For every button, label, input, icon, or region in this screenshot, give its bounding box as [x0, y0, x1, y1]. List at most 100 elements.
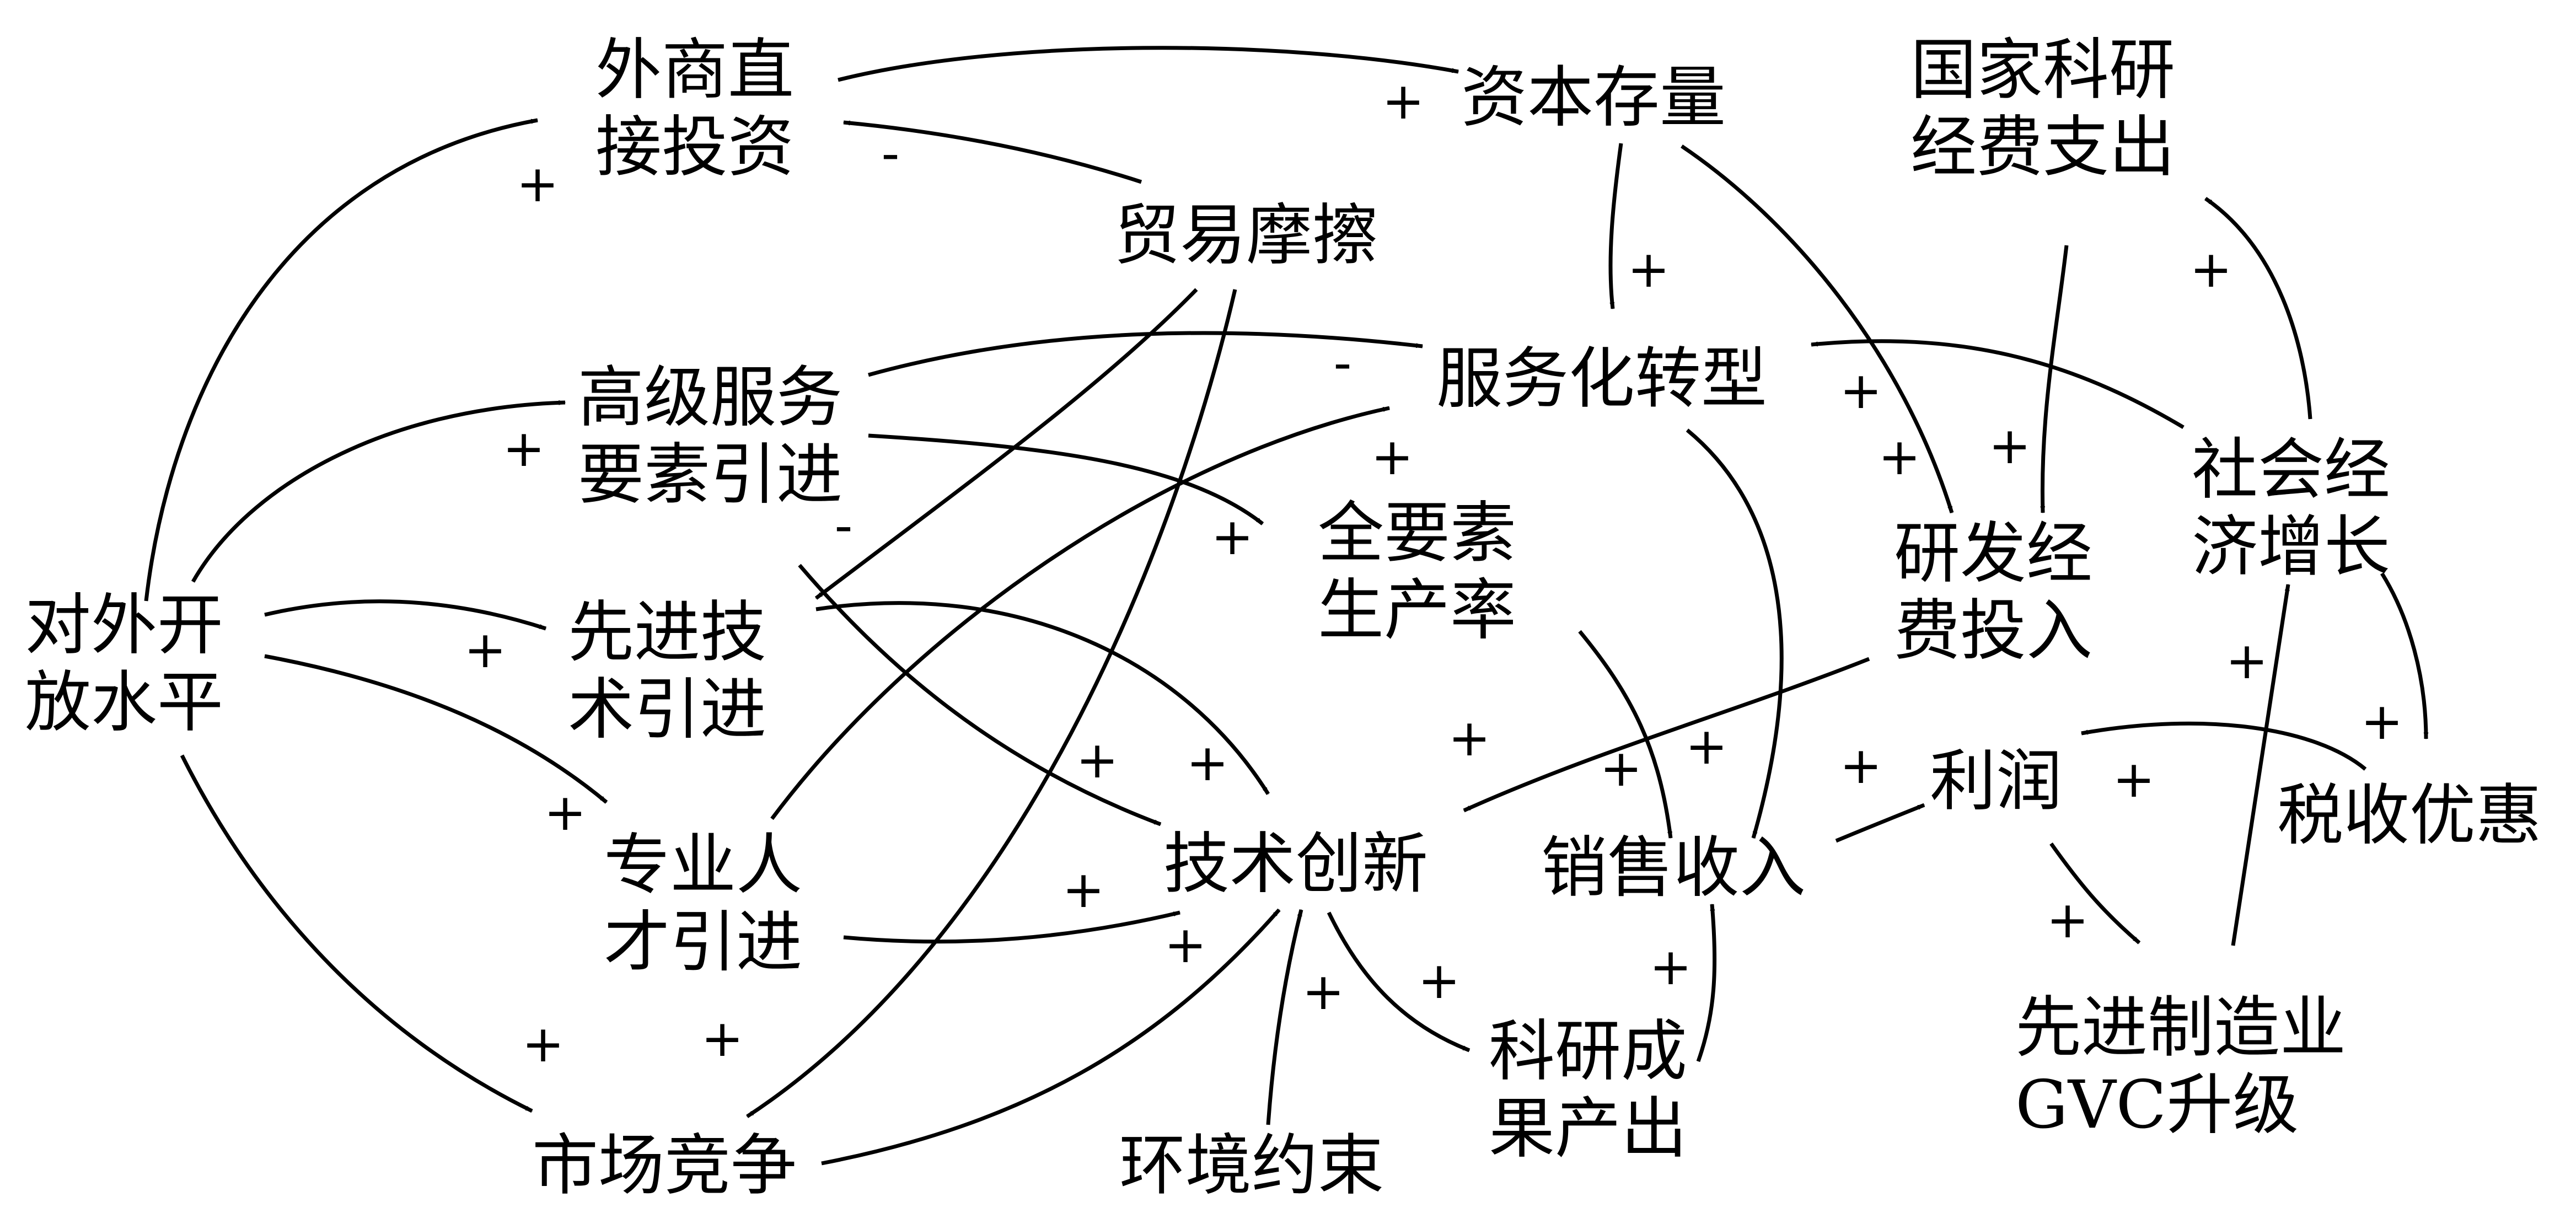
node-label-line: GVC升级 — [2015, 1067, 2299, 1144]
edge-openness-to-market_competition — [180, 754, 533, 1113]
polarity-sign: + — [1211, 507, 1253, 566]
polarity-sign: + — [1164, 915, 1206, 974]
polarity-sign: - — [1333, 334, 1351, 393]
polarity-sign: + — [701, 1009, 743, 1068]
node-label-line: 果产出 — [1489, 1091, 1687, 1167]
polarity-sign: + — [2189, 240, 2232, 299]
node-label-line: 技术创新 — [1163, 826, 1428, 903]
node-label-line: 市场竞争 — [532, 1128, 797, 1204]
node-label-line: 利润 — [1930, 743, 2062, 820]
node-label-line: 术引进 — [568, 672, 766, 748]
edge-openness-to-talent — [264, 654, 608, 804]
node-profit: 利润 — [1930, 743, 2062, 820]
polarity-sign: + — [2112, 750, 2155, 809]
edge-talent-to-servitization — [770, 406, 1391, 820]
edge-openness-to-advanced_service — [191, 400, 566, 583]
edges-layer — [144, 46, 2429, 1166]
edge-social_growth-to-servitization — [1810, 339, 2185, 430]
node-market-competition: 市场竞争 — [532, 1128, 797, 1204]
signs-layer: ++++++--++++-+++++++++++++++++++ — [464, 72, 2403, 1074]
polarity-sign: + — [2360, 692, 2403, 751]
node-label-line: 科研成 — [1489, 1013, 1687, 1090]
edge-social_growth-to-national_rd — [2204, 197, 2312, 420]
node-env-constraint: 环境约束 — [1119, 1128, 1384, 1204]
edge-trade_friction-to-market_competition — [746, 289, 1237, 1118]
edge-social_growth-to-tax_incentive — [2380, 572, 2429, 740]
edge-rd_input-to-tech_innovation — [1463, 657, 1870, 813]
node-label-line: 经费支出 — [1910, 109, 2175, 186]
edge-capital_stock-to-servitization — [1608, 143, 1623, 310]
edge-tfp-to-sales_revenue — [1578, 630, 1673, 839]
polarity-sign: + — [1839, 361, 1882, 420]
node-label-line: 专业人 — [604, 827, 802, 904]
polarity-sign: - — [834, 496, 852, 555]
polarity-sign: + — [1685, 717, 1727, 776]
node-label-line: 才引进 — [604, 904, 802, 981]
node-label-line: 费投入 — [1894, 593, 2092, 669]
node-label-line: 社会经 — [2192, 432, 2390, 508]
edge-trade_friction-to-advanced_tech — [814, 288, 1198, 600]
edge-national_rd-to-rd_input — [2040, 245, 2069, 514]
node-label-line: 接投资 — [595, 109, 794, 186]
polarity-sign: + — [1600, 739, 1642, 798]
edge-tax_incentive-to-profit — [2080, 721, 2367, 771]
edge-capital_stock-to-rd_input — [1681, 144, 1954, 514]
polarity-sign: + — [1448, 709, 1490, 767]
node-label-line: 国家科研 — [1910, 32, 2175, 109]
edge-advanced_service-to-tfp — [868, 433, 1264, 525]
polarity-sign: + — [544, 783, 586, 842]
node-tech-innovation: 技术创新 — [1163, 826, 1428, 903]
polarity-sign: + — [522, 1015, 564, 1074]
polarity-sign: + — [1302, 962, 1344, 1021]
node-label-line: 外商直 — [595, 32, 794, 109]
polarity-sign: + — [1878, 427, 1920, 486]
edge-openness-to-fdi — [144, 118, 539, 602]
node-label-line: 要素引进 — [578, 437, 842, 513]
polarity-sign: + — [1382, 72, 1424, 131]
node-label-line: 济增长 — [2192, 509, 2390, 586]
edge-fdi-to-capital_stock — [838, 46, 1459, 82]
node-trade-friction: 贸易摩擦 — [1114, 197, 1378, 274]
edge-tech_innovation-to-research_output — [1327, 911, 1471, 1053]
node-label-line: 对外开 — [25, 587, 223, 664]
node-label-line: 研发经 — [1894, 516, 2092, 592]
polarity-sign: + — [1371, 427, 1413, 486]
polarity-sign: + — [1076, 731, 1118, 790]
node-label-line: 先进技 — [568, 594, 766, 671]
polarity-sign: + — [1839, 736, 1882, 795]
node-label-line: 销售收入 — [1541, 830, 1806, 906]
edge-env_constraint-to-tech_innovation — [1266, 909, 1303, 1125]
edge-sales_revenue-to-profit — [1835, 803, 1925, 843]
node-tax-incentive: 税收优惠 — [2277, 777, 2542, 854]
edge-research_output-to-sales_revenue — [1696, 903, 1717, 1062]
polarity-sign: + — [2046, 890, 2089, 949]
polarity-sign: + — [1649, 937, 1692, 996]
node-label-line: 全要素 — [1318, 495, 1516, 572]
polarity-sign: - — [881, 124, 899, 183]
edge-trade_friction-to-fdi — [842, 120, 1142, 184]
node-label-line: 环境约束 — [1119, 1128, 1384, 1204]
polarity-sign: + — [2225, 631, 2268, 690]
node-servitization: 服务化转型 — [1436, 341, 1767, 417]
polarity-sign: + — [1627, 240, 1670, 299]
node-label-line: 高级服务 — [578, 359, 842, 436]
node-label-line: 资本存量 — [1461, 60, 1726, 136]
edge-manufacturing_gvc-to-social_growth — [2231, 583, 2290, 946]
node-label-line: 贸易摩擦 — [1114, 197, 1378, 274]
polarity-sign: + — [464, 620, 506, 679]
edge-openness-to-advanced_tech — [264, 599, 547, 631]
edge-market_competition-to-tech_innovation — [821, 908, 1281, 1166]
polarity-sign: + — [516, 154, 559, 213]
